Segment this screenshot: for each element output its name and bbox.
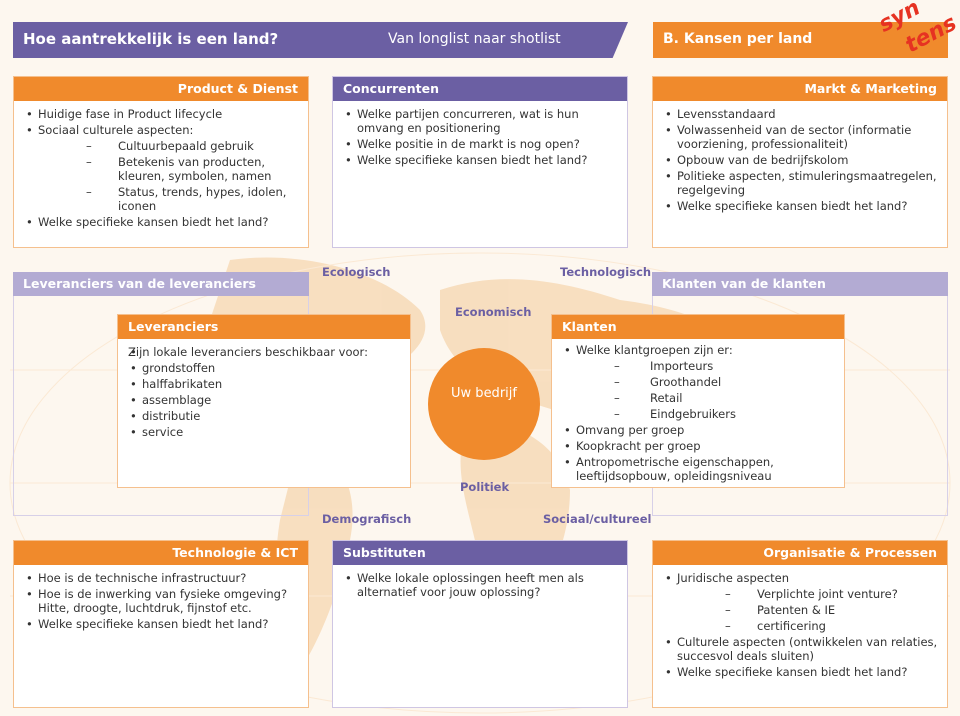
box-title: Klanten <box>552 315 844 339</box>
list-item: Welke specifieke kansen biedt het land? <box>24 215 300 229</box>
list-item: Hoe is de technische infrastructuur? <box>24 571 300 585</box>
sub-item: Eindgebruikers <box>562 407 836 421</box>
box-technologie-ict: Technologie & ICT Hoe is de technische i… <box>13 540 309 708</box>
box-title: Markt & Marketing <box>653 77 947 101</box>
list-item: Welke klantgroepen zijn er: <box>562 343 836 357</box>
list-item: Opbouw van de bedrijfskolom <box>663 153 939 167</box>
box-leveranciers: Leveranciers Zijn lokale leveranciers be… <box>117 314 411 488</box>
sub-item: certificering <box>663 619 939 633</box>
box-markt-marketing: Markt & Marketing Levensstandaard Volwas… <box>652 76 948 248</box>
sub-item: Cultuurbepaald gebruik <box>24 139 300 153</box>
list-item: Omvang per groep <box>562 423 836 437</box>
box-title: Leveranciers <box>118 315 410 339</box>
section-title: B. Kansen per land <box>663 31 813 47</box>
label-demografisch: Demografisch <box>322 512 412 526</box>
sub-item: Retail <box>562 391 836 405</box>
page-subtitle: Van longlist naar shotlist <box>388 31 561 47</box>
box-substituten: Substituten Welke lokale oplossingen hee… <box>332 540 628 708</box>
list-item: Welke partijen concurreren, wat is hun o… <box>343 107 619 135</box>
label-economisch: Economisch <box>455 305 532 319</box>
label-ecologisch: Ecologisch <box>322 265 391 279</box>
list-item: Welke lokale oplossingen heeft men als a… <box>343 571 619 599</box>
sub-item: Importeurs <box>562 359 836 373</box>
list-item: Levensstandaard <box>663 107 939 121</box>
list-item: Sociaal culturele aspecten: <box>24 123 300 137</box>
box-product-dienst: Product & Dienst Huidige fase in Product… <box>13 76 309 248</box>
list-item: halffabrikaten <box>128 377 402 391</box>
label-politiek: Politiek <box>460 480 510 494</box>
box-organisatie-processen: Organisatie & Processen Juridische aspec… <box>652 540 948 708</box>
list-item: grondstoffen <box>128 361 402 375</box>
list-item: Volwassenheid van de sector (informatie … <box>663 123 939 151</box>
label-sociaal-cultureel: Sociaal/cultureel <box>543 512 652 526</box>
list-item: distributie <box>128 409 402 423</box>
sub-item: Betekenis van producten, kleuren, symbol… <box>24 155 300 183</box>
list-item: Koopkracht per groep <box>562 439 836 453</box>
intro-text: Zijn lokale leveranciers beschikbaar voo… <box>128 345 402 359</box>
sub-item: Patenten & IE <box>663 603 939 617</box>
list-item: assemblage <box>128 393 402 407</box>
sub-item: Verplichte joint venture? <box>663 587 939 601</box>
section-header: B. Kansen per land <box>653 22 948 58</box>
sub-item: Groothandel <box>562 375 836 389</box>
box-title: Product & Dienst <box>14 77 308 101</box>
list-item: Welke positie in de markt is nog open? <box>343 137 619 151</box>
list-item: Welke specifieke kansen biedt het land? <box>663 665 939 679</box>
outer-bar-leveranciers: Leveranciers van de leveranciers <box>13 272 309 296</box>
box-title: Organisatie & Processen <box>653 541 947 565</box>
center-circle: Uw bedrijf <box>428 348 540 460</box>
list-item: Antropometrische eigenschappen, leeftijd… <box>562 455 836 483</box>
box-title: Technologie & ICT <box>14 541 308 565</box>
list-item: Welke specifieke kansen biedt het land? <box>24 617 300 631</box>
list-item: Welke specifieke kansen biedt het land? <box>663 199 939 213</box>
label-technologisch: Technologisch <box>560 265 652 279</box>
box-title: Substituten <box>333 541 627 565</box>
list-item: Culturele aspecten (ontwikkelen van rela… <box>663 635 939 663</box>
box-concurrenten: Concurrenten Welke partijen concurreren,… <box>332 76 628 248</box>
list-item: service <box>128 425 402 439</box>
page-title: Hoe aantrekkelijk is een land? <box>23 30 279 48</box>
list-item: Welke specifieke kansen biedt het land? <box>343 153 619 167</box>
header-bar: Hoe aantrekkelijk is een land? Van longl… <box>13 22 628 58</box>
list-item: Politieke aspecten, stimuleringsmaatrege… <box>663 169 939 197</box>
list-item: Juridische aspecten <box>663 571 939 585</box>
list-item: Hoe is de inwerking van fysieke omgeving… <box>24 587 300 615</box>
box-title: Concurrenten <box>333 77 627 101</box>
center-label: Uw bedrijf <box>451 386 517 401</box>
box-klanten: Klanten Welke klantgroepen zijn er: Impo… <box>551 314 845 488</box>
sub-item: Status, trends, hypes, idolen, iconen <box>24 185 300 213</box>
syntens-logo: syn tens <box>874 0 960 59</box>
list-item: Huidige fase in Product lifecycle <box>24 107 300 121</box>
outer-bar-klanten: Klanten van de klanten <box>652 272 948 296</box>
